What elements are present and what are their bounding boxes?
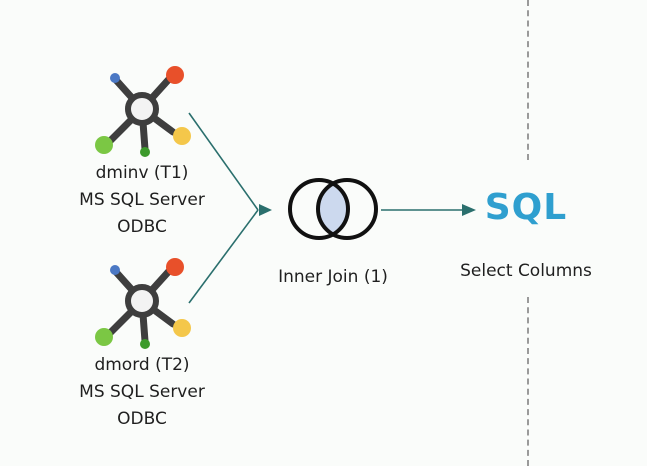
source-node-t2[interactable]: dmord (T2) MS SQL Server ODBC: [42, 256, 242, 433]
source-driver: MS SQL Server: [79, 190, 205, 210]
section-divider-top: [527, 0, 529, 160]
inner-join-icon: [288, 178, 378, 240]
connector-t2-to-join: [188, 209, 259, 304]
join-node[interactable]: Inner Join (1): [253, 176, 413, 291]
database-node-icon: [95, 66, 191, 157]
arrowhead-into-output: [462, 204, 476, 216]
section-divider-bottom: [527, 297, 529, 466]
database-node-icon: [95, 258, 191, 349]
source-type: ODBC: [117, 409, 167, 429]
connector-t1-to-join: [188, 112, 259, 211]
source-name: dminv (T1): [95, 163, 189, 183]
arrowhead-into-join: [259, 204, 272, 216]
source-node-t1[interactable]: dminv (T1) MS SQL Server ODBC: [42, 64, 242, 241]
output-node[interactable]: SQL Select Columns: [426, 188, 626, 285]
sql-icon: SQL: [484, 187, 568, 228]
join-label: Inner Join (1): [278, 267, 388, 287]
source-driver: MS SQL Server: [79, 382, 205, 402]
source-name: dmord (T2): [94, 355, 190, 375]
source-type: ODBC: [117, 217, 167, 237]
output-label: Select Columns: [460, 261, 592, 281]
